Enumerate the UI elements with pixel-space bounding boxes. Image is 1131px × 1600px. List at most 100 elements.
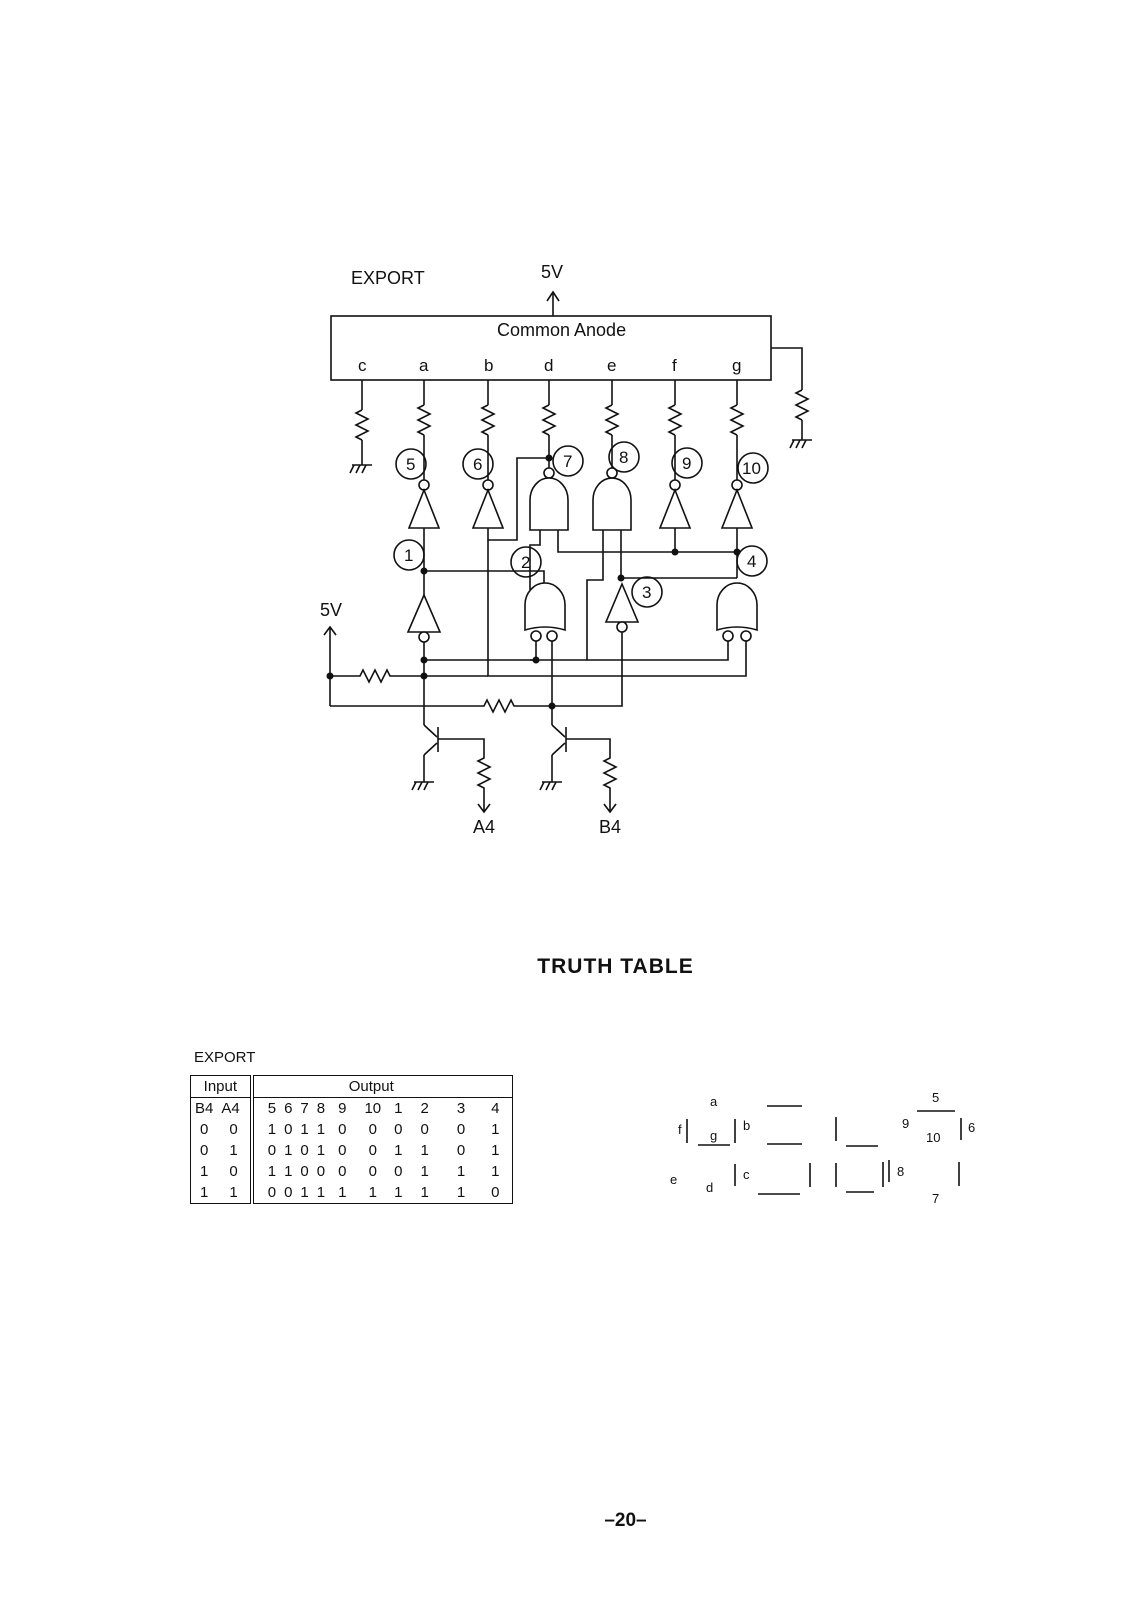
table-cell: 1: [300, 1184, 309, 1201]
table-cell: 0: [368, 1121, 377, 1138]
table-cell: 1: [456, 1184, 466, 1201]
table-cell: 1: [217, 1182, 254, 1204]
node-label-9: 9: [682, 454, 691, 473]
table-cell: 1: [420, 1184, 429, 1201]
table-cell: 1: [491, 1121, 500, 1138]
table-column-header: B4 A4 5 6 7 8 9 10 1 2 3 4: [191, 1097, 513, 1119]
segment-number-7: 7: [932, 1191, 939, 1206]
segment-letter-d: d: [706, 1180, 713, 1195]
circuit-diagram: EXPORT 5V Common Anode c a b d e f g: [320, 262, 812, 837]
segment-legend: a f g b c e d: [670, 1094, 750, 1195]
segment-number-10: 10: [926, 1130, 940, 1145]
seven-segment-figure: a f g b c e d 5 9 10 6 8 7: [670, 1090, 975, 1206]
table-cell: 0: [394, 1163, 403, 1180]
column-header: 8: [316, 1100, 326, 1117]
node-label-7: 7: [563, 452, 572, 471]
table-cell: 0: [200, 1142, 209, 1159]
column-header: B4: [195, 1100, 214, 1117]
node-label-2: 2: [521, 553, 530, 572]
segment-number-8: 8: [897, 1164, 904, 1179]
column-header: A4: [217, 1097, 254, 1119]
column-header: 3: [456, 1100, 466, 1117]
column-header: 9: [338, 1100, 347, 1117]
column-header: 7: [300, 1100, 309, 1117]
pin-label-c: c: [358, 356, 367, 375]
table-cell: 0: [217, 1119, 254, 1140]
segment-number-5: 5: [932, 1090, 939, 1105]
node-label-10: 10: [742, 459, 761, 478]
table-cell: 0: [300, 1163, 309, 1180]
transistor-a4: [411, 724, 492, 814]
segment-letter-f: f: [678, 1122, 682, 1137]
table-cell: 1: [284, 1142, 293, 1159]
segment-number-6: 6: [968, 1120, 975, 1135]
pin-label-a: a: [419, 356, 429, 375]
input-header: Input: [190, 1075, 254, 1098]
node-label-1: 1: [404, 546, 413, 565]
table-cell: 0: [316, 1163, 326, 1180]
table-cell: 1: [284, 1163, 293, 1180]
column-header: 1: [394, 1100, 403, 1117]
segment-letter-g: g: [710, 1128, 717, 1143]
common-anode-label: Common Anode: [497, 320, 626, 340]
input-label-a4: A4: [473, 817, 495, 837]
column-header: 2: [420, 1100, 429, 1117]
table-cell: 1: [267, 1121, 277, 1138]
table-cell: 1: [491, 1142, 500, 1159]
node-label-6: 6: [473, 455, 482, 474]
table-cell: 0: [338, 1121, 347, 1138]
table-cell: 0: [491, 1184, 500, 1201]
table-cell: 1: [368, 1184, 377, 1201]
table-cell: 1: [316, 1184, 326, 1201]
circuit-title: EXPORT: [351, 268, 425, 288]
table-cell: 1: [200, 1163, 209, 1180]
input-label-b4: B4: [599, 817, 621, 837]
table-cell: 1: [491, 1163, 500, 1180]
output-header: Output: [251, 1075, 512, 1098]
table-cell: 0: [368, 1163, 377, 1180]
table-cell: 0: [420, 1121, 429, 1138]
page-number: –20–: [604, 1510, 647, 1531]
table-cell: 0: [284, 1184, 293, 1201]
node-label-4: 4: [747, 552, 756, 571]
pin-label-e: e: [607, 356, 616, 375]
truth-table-title: TRUTH TABLE: [537, 955, 694, 978]
column-header: 6: [284, 1100, 293, 1117]
table-cell: 1: [316, 1121, 326, 1138]
transistor-b4: [539, 706, 618, 814]
table-cell: 0: [217, 1161, 254, 1182]
supply-label-top: 5V: [541, 262, 563, 282]
table-row: 0 0 1 0 1 1 0 0 0 0 0 1: [191, 1119, 513, 1140]
segment-letter-a: a: [710, 1094, 718, 1109]
table-cell: 0: [284, 1121, 293, 1138]
segment-letter-c: c: [743, 1167, 750, 1182]
node-label-5: 5: [406, 455, 415, 474]
node-label-8: 8: [619, 448, 628, 467]
table-group-header: Input Output: [190, 1075, 512, 1098]
table-cell: 0: [456, 1142, 466, 1159]
top-inverters: [407, 479, 754, 529]
pin-label-d: d: [544, 356, 553, 375]
table-cell: 1: [316, 1142, 326, 1159]
table-cell: 1: [338, 1184, 347, 1201]
digit-shape-2: [835, 1117, 884, 1193]
segment-letter-e: e: [670, 1172, 677, 1187]
column-header: 4: [491, 1100, 500, 1117]
table-cell: 0: [338, 1142, 347, 1159]
column-header: 10: [364, 1100, 382, 1117]
node-label-3: 3: [642, 583, 651, 602]
table-cell: 0: [267, 1142, 277, 1159]
table-cell: 1: [394, 1184, 403, 1201]
column-header: 5: [267, 1100, 277, 1117]
table-cell: 1: [267, 1163, 277, 1180]
table-cell: 0: [338, 1163, 347, 1180]
truth-table-label: EXPORT: [194, 1049, 256, 1066]
table-cell: 0: [394, 1121, 403, 1138]
table-cell: 1: [394, 1142, 403, 1159]
segment-number-key: 5 9 10 6 8 7: [888, 1090, 975, 1206]
segment-letter-b: b: [743, 1118, 750, 1133]
node-labels: 5 6 7 8 9 10 1 2 3 4: [393, 441, 769, 608]
table-cell: 1: [420, 1142, 429, 1159]
table-cell: 1: [456, 1163, 466, 1180]
table-row: 1 0 1 1 0 0 0 0 0 1 1 1: [191, 1161, 513, 1182]
